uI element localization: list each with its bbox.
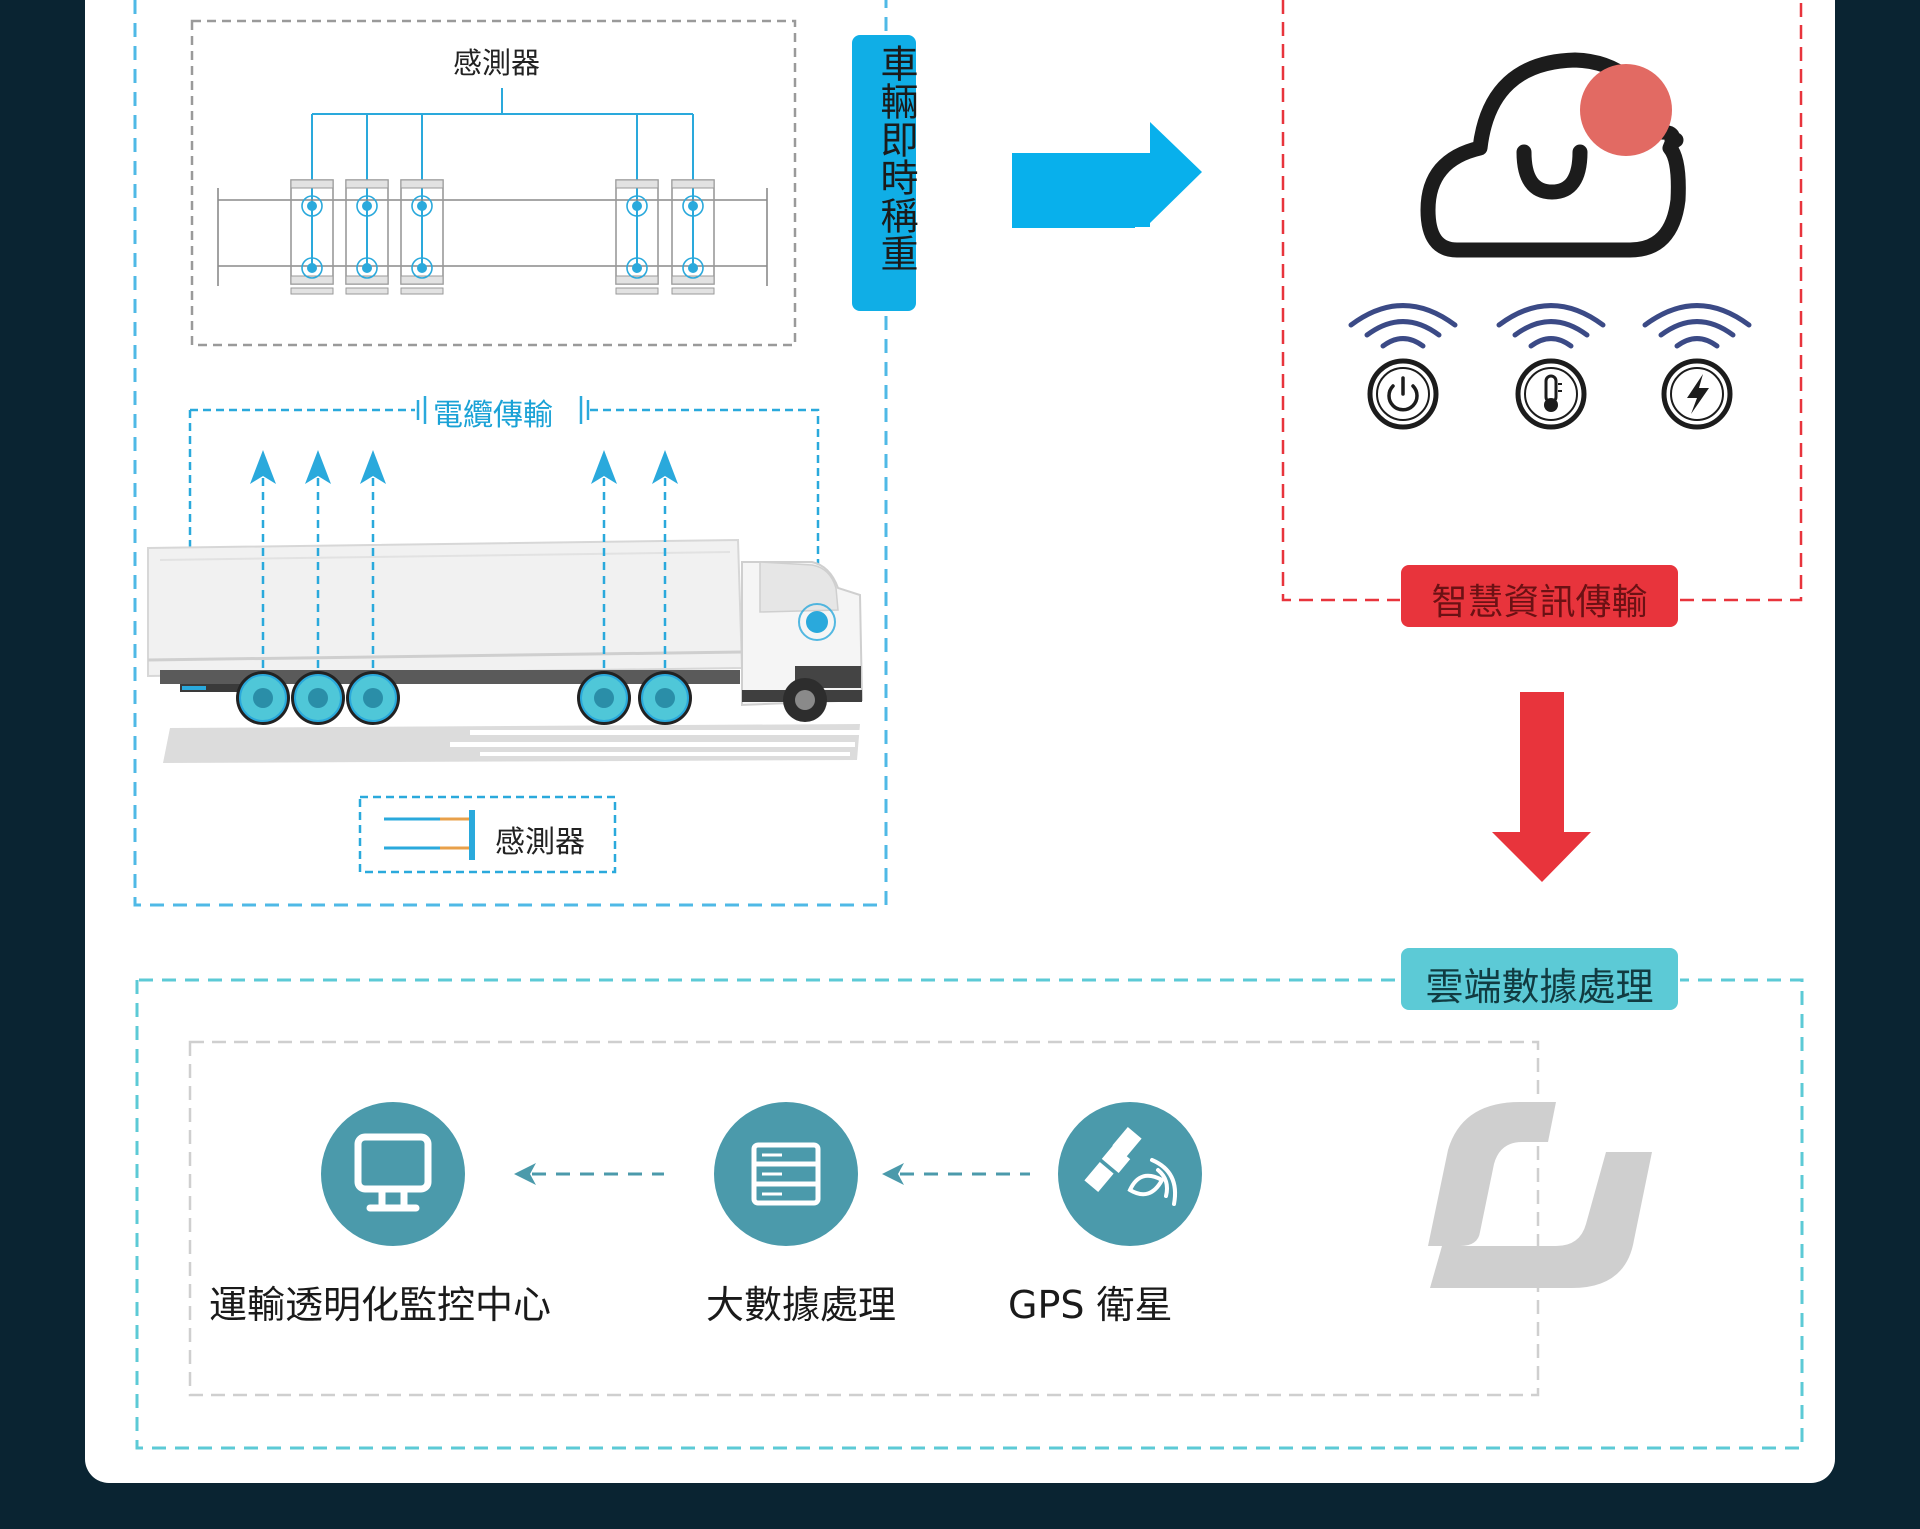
axle-unit bbox=[400, 179, 444, 295]
flow-connector-satellite-server bbox=[882, 1163, 1030, 1185]
flow-connector-server-monitor bbox=[514, 1163, 664, 1185]
cloud-panel-border bbox=[135, 978, 1804, 1450]
cable-arrow bbox=[591, 450, 617, 670]
axle-unit bbox=[671, 179, 715, 295]
axle-schematic bbox=[217, 188, 768, 286]
cloud-icon bbox=[1420, 52, 1686, 258]
axle-unit bbox=[345, 179, 389, 295]
big-data-label: 大數據處理 bbox=[706, 1283, 897, 1327]
sensor-top-label: 感測器 bbox=[453, 46, 541, 80]
status-icons bbox=[1348, 303, 1752, 430]
road-stripes bbox=[163, 724, 860, 763]
axle-units bbox=[290, 179, 715, 295]
flow-arrow-right bbox=[1012, 122, 1202, 228]
monitor-node bbox=[321, 1102, 465, 1246]
axle-unit bbox=[615, 179, 659, 295]
cable-arrow bbox=[250, 450, 276, 670]
brand-logo-watermark bbox=[1428, 1102, 1652, 1288]
cable-arrow bbox=[652, 450, 678, 670]
cable-transmission-label: 電纜傳輸 bbox=[433, 398, 553, 433]
gps-satellite-label: GPS 衛星 bbox=[1008, 1283, 1173, 1327]
legend-sensor-symbol bbox=[384, 810, 475, 860]
cable-box-border bbox=[188, 408, 820, 690]
truck-wheels bbox=[236, 671, 692, 725]
truck-wheel bbox=[346, 671, 400, 725]
cloud-processing-badge bbox=[1401, 948, 1678, 1010]
cab-sensor bbox=[798, 603, 836, 641]
power-icon bbox=[1348, 303, 1458, 430]
satellite-node bbox=[1058, 1102, 1202, 1246]
cable-arrow bbox=[360, 450, 386, 670]
smart-info-badge bbox=[1401, 565, 1678, 627]
legend-sensor-label: 感測器 bbox=[495, 825, 585, 860]
thermometer-icon bbox=[1496, 303, 1606, 430]
cable-arrow bbox=[305, 450, 331, 670]
vehicle-title-text: 車輛即時稱重 bbox=[874, 44, 918, 272]
truck-wheel bbox=[236, 671, 290, 725]
sensor-schematic-box bbox=[190, 19, 797, 347]
monitor-icon bbox=[354, 1133, 432, 1212]
vehicle-title-badge bbox=[852, 35, 916, 311]
cable-label-brackets bbox=[416, 396, 590, 424]
flow-arrow-down bbox=[1492, 692, 1591, 882]
lightning-icon bbox=[1642, 303, 1752, 430]
sensor-wiring bbox=[311, 88, 694, 268]
server-icon bbox=[751, 1142, 821, 1206]
truck-wheel bbox=[638, 671, 692, 725]
server-node bbox=[714, 1102, 858, 1246]
vehicle-panel-border bbox=[133, 0, 888, 907]
axle-unit bbox=[290, 179, 334, 295]
smart-info-label: 智慧資訊傳輸 bbox=[1431, 582, 1648, 623]
legend-box bbox=[358, 795, 617, 874]
cloud-processing-label: 雲端數據處理 bbox=[1425, 965, 1654, 1009]
truck-wheel bbox=[577, 671, 631, 725]
satellite-icon bbox=[1084, 1127, 1177, 1206]
smart-panel-border bbox=[1281, 0, 1803, 602]
monitor-center-label: 運輸透明化監控中心 bbox=[209, 1283, 552, 1327]
cable-arrows bbox=[250, 450, 678, 670]
cloud-inner-box bbox=[188, 1040, 1540, 1397]
truck-wheel bbox=[291, 671, 345, 725]
